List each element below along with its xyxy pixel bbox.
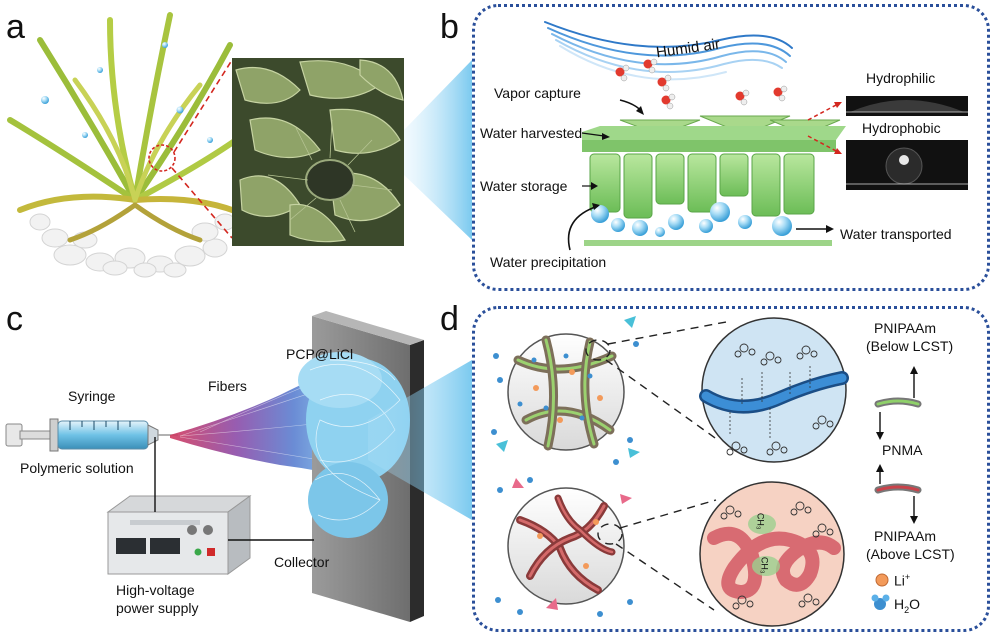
pnipaam-above-fiber-icon	[874, 464, 922, 524]
air-plant-illustration	[7, 12, 253, 278]
water-storage-label: Water storage	[480, 178, 568, 194]
vapor-molecules	[615, 58, 788, 110]
h2o-legend-sub: 2	[904, 604, 910, 615]
pnipaam-above-label: PNIPAAm	[874, 528, 936, 544]
li-ion-legend-icon	[875, 573, 889, 587]
zoom-beam-b	[404, 60, 472, 240]
collector-label: Collector	[274, 554, 330, 570]
vapor-capture-label: Vapor capture	[494, 85, 581, 101]
h2o-scatter	[491, 341, 639, 617]
base-plate	[584, 240, 832, 246]
panel-d-label: d	[440, 300, 459, 338]
pnipaam-below-fiber-icon	[874, 366, 922, 440]
zoom-hydrophobic-chain	[699, 481, 845, 627]
pnma-label: PNMA	[882, 442, 923, 458]
storage-blocks	[589, 153, 815, 219]
syringe-label: Syringe	[68, 388, 116, 404]
panel-a-label: a	[6, 8, 25, 46]
circuit-wires	[154, 437, 314, 541]
h2o-legend-h: H	[894, 596, 905, 612]
power-supply-label-line1: High-voltage	[116, 582, 195, 598]
h2o-legend-label: H2O	[894, 596, 920, 615]
ch3-label-top: CH₃	[755, 512, 766, 530]
panel-c-label: c	[6, 300, 23, 338]
zoom-dashed-lines-d	[585, 321, 727, 611]
panel-d-frame	[472, 306, 990, 632]
polymeric-solution-label: Polymeric solution	[20, 460, 134, 476]
top-plate	[582, 126, 846, 152]
zoom-hydrophilic-chain	[699, 317, 849, 463]
hydrophilic-drop-image	[846, 96, 968, 116]
power-supply-drawing	[106, 495, 252, 575]
h2o-legend-icon	[871, 594, 890, 610]
syringe-drawing	[5, 418, 178, 452]
humid-air-ribbon	[544, 21, 793, 81]
h2o-legend-o: O	[909, 596, 921, 612]
hydrophobic-drop-image	[846, 140, 968, 190]
water-precipitation-label: Water precipitation	[490, 254, 607, 270]
li-legend-label: Li+	[894, 572, 910, 589]
panel-b-label: b	[440, 8, 459, 46]
hydrophilic-label: Hydrophilic	[866, 70, 936, 86]
water-transported-label: Water transported	[840, 226, 952, 242]
water-droplets-b	[591, 202, 792, 237]
fiber-network-hydrophobic	[507, 487, 625, 605]
zoom-beam-d	[368, 360, 472, 520]
li-legend-text: Li	[894, 572, 905, 589]
panel-b-frame	[472, 4, 990, 291]
pnipaam-below-label: PNIPAAm	[874, 320, 936, 336]
ch3-label-bottom: CH₃	[759, 556, 770, 574]
power-supply-label-line2: power supply	[116, 600, 199, 616]
sem-trichome-image	[232, 58, 404, 246]
li-legend-sup: +	[904, 572, 911, 582]
pnipaam-below-lcst-label: (Below LCST)	[866, 338, 954, 354]
pnipaam-above-lcst-label: (Above LCST)	[866, 546, 955, 562]
pcp-licl-label: PCP@LiCl	[286, 346, 354, 362]
fiber-network-hydrophilic	[507, 333, 625, 451]
hydrophobic-label: Hydrophobic	[862, 120, 941, 136]
fibers-label: Fibers	[208, 378, 247, 394]
water-harvested-label: Water harvested	[480, 125, 583, 141]
flow-arrows-d	[496, 316, 640, 610]
precipitation-arrow	[567, 205, 599, 251]
